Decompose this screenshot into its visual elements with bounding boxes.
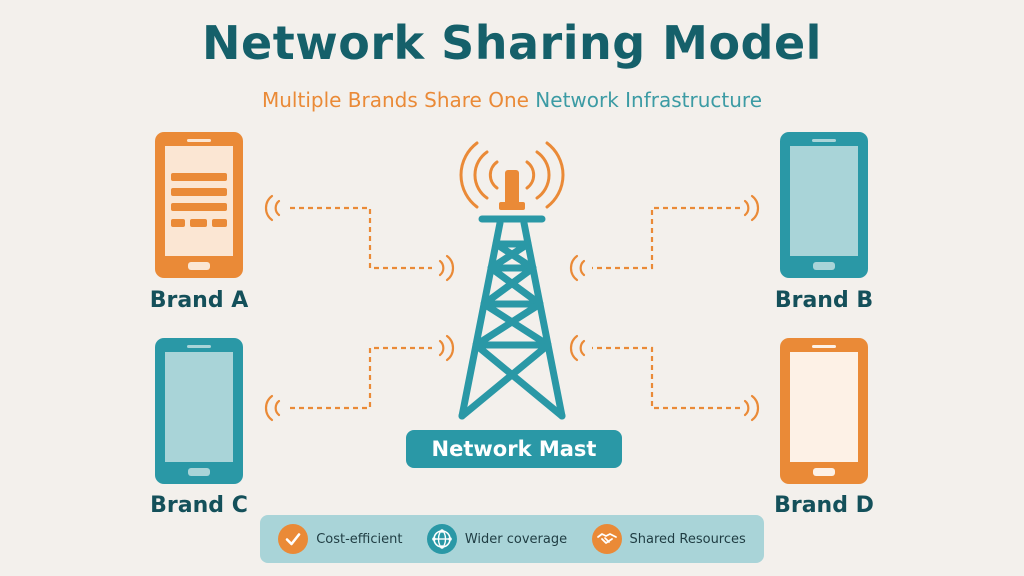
signal-wave-icon (264, 194, 760, 422)
checkmark-icon (278, 524, 309, 554)
benefit-wider-coverage: Wider coverage (426, 524, 568, 554)
brand-a-label: Brand A (149, 288, 249, 313)
network-mast-label: Network Mast (406, 430, 622, 468)
benefit-label: Cost-efficient (316, 531, 403, 547)
subtitle: Multiple Brands Share One Network Infras… (0, 88, 1024, 112)
brand-c-phone-icon (155, 338, 243, 484)
connection-brand-b (592, 206, 740, 270)
brand-d-phone-icon (780, 338, 868, 484)
connection-lines (290, 206, 740, 410)
brand-d-label: Brand D (774, 493, 874, 518)
benefit-label: Shared Resources (629, 531, 746, 547)
benefits-bar: Cost-efficient Wider coverage Shared Res… (260, 515, 764, 563)
brand-b-label: Brand B (774, 288, 874, 313)
handshake-icon (591, 524, 622, 554)
benefit-label: Wider coverage (464, 531, 568, 547)
connection-brand-c (290, 346, 432, 410)
benefit-shared-resources: Shared Resources (591, 524, 746, 554)
brand-a-phone-icon (155, 132, 243, 278)
subtitle-part-1: Multiple Brands Share One (261, 88, 529, 112)
network-mast-tower-icon (458, 141, 566, 420)
connection-brand-a (290, 206, 432, 270)
brand-c-label: Brand C (150, 493, 248, 518)
connection-brand-d (592, 346, 740, 410)
globe-network-icon (426, 524, 457, 554)
brand-b-phone-icon (780, 132, 868, 278)
page-title: Network Sharing Model (202, 16, 822, 70)
benefit-cost-efficient: Cost-efficient (278, 524, 402, 554)
subtitle-part-2: Network Infrastructure (535, 88, 763, 112)
